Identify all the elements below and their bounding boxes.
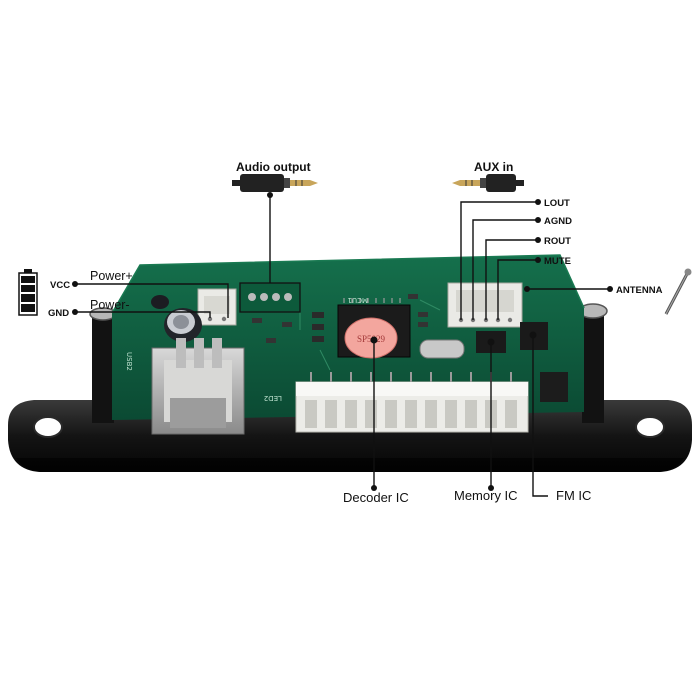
leader-dots	[72, 192, 613, 491]
chip-sticker	[344, 317, 398, 359]
rout-label: ROUT	[544, 236, 571, 247]
memory-ic-label: Memory IC	[454, 488, 518, 503]
pcb-led-marking: LED2	[264, 394, 282, 402]
agnd-label: AGND	[544, 216, 572, 227]
mount-hole-right	[635, 416, 665, 438]
crystal	[419, 339, 465, 359]
vcc-label: VCC	[50, 280, 70, 291]
decoder-ic-label: Decoder IC	[343, 490, 409, 505]
post-left	[92, 313, 114, 423]
gnd-label: GND	[48, 308, 69, 319]
mute-label: MUTE	[544, 256, 571, 267]
audio-output-label: Audio output	[236, 160, 311, 174]
power-minus-label: Power-	[90, 298, 130, 312]
fm-ic-label: FM IC	[556, 488, 591, 503]
display-connector	[295, 372, 529, 433]
battery-icon	[18, 269, 38, 316]
pcb-usb-marking: USB2	[125, 352, 133, 371]
pcb-mcu-marking: MCU1	[347, 296, 368, 304]
aux-in-plug-icon	[452, 174, 524, 192]
mount-hole-left	[33, 416, 63, 438]
usb-port	[151, 338, 245, 435]
smd-components	[252, 294, 428, 343]
leader-lines	[75, 195, 610, 497]
aux-in-label: AUX in	[474, 160, 513, 174]
antenna-icon	[664, 268, 692, 315]
lout-label: LOUT	[544, 198, 570, 209]
antenna-label: ANTENNA	[616, 285, 663, 296]
capacitor	[151, 295, 202, 342]
power-plus-label: Power+	[90, 269, 133, 283]
audio-output-plug-icon	[232, 174, 318, 192]
post-right	[582, 313, 604, 423]
